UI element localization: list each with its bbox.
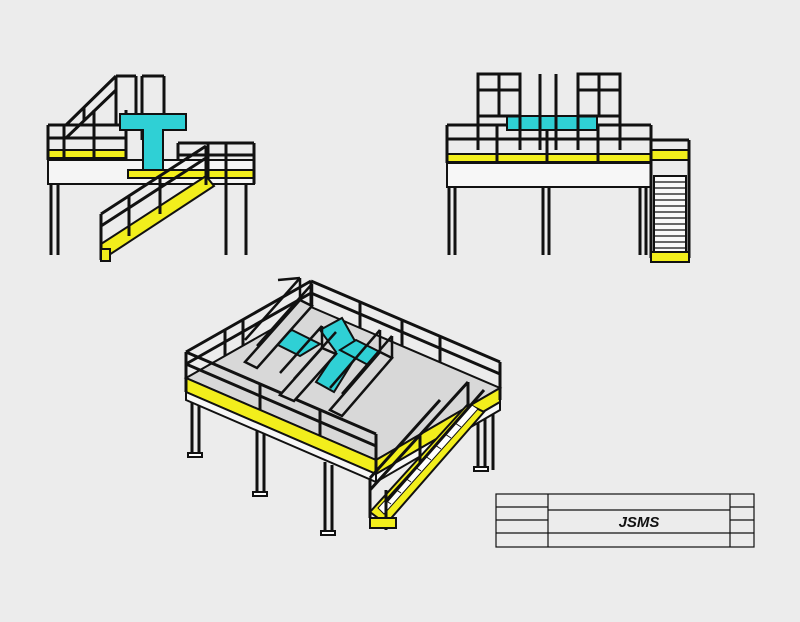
side-elevation-toe-plate <box>47 149 127 159</box>
isometric-legs <box>190 395 495 535</box>
isometric-upper-stair-left <box>242 276 315 370</box>
isometric-view <box>183 276 503 536</box>
side-elevation-view <box>46 74 256 262</box>
front-elevation-view <box>445 72 691 263</box>
isometric-main-stair <box>368 380 486 530</box>
front-elevation-deck <box>446 162 652 188</box>
title-block-company: JSMS <box>619 514 660 531</box>
front-elevation-upper-stair-right <box>576 72 622 150</box>
front-elevation-toe-plate <box>446 153 652 163</box>
side-elevation-lower-toe-plate <box>127 169 255 179</box>
front-elevation-conveyor <box>506 115 598 131</box>
isometric-back-rail <box>184 279 502 400</box>
side-elevation-conveyor <box>119 113 187 171</box>
title-block: JSMS <box>495 493 755 548</box>
front-elevation-center-post <box>538 74 558 150</box>
front-elevation-upper-stair-left <box>476 72 522 150</box>
isometric-base-plates <box>187 452 489 536</box>
isometric-upper-stair-mid <box>277 325 339 403</box>
isometric-upper-stair-right <box>328 329 394 418</box>
side-elevation-top-stair <box>64 74 166 140</box>
front-elevation-side-stair <box>649 138 691 263</box>
front-elevation-posts <box>447 187 648 255</box>
side-elevation-main-stair <box>99 144 216 262</box>
